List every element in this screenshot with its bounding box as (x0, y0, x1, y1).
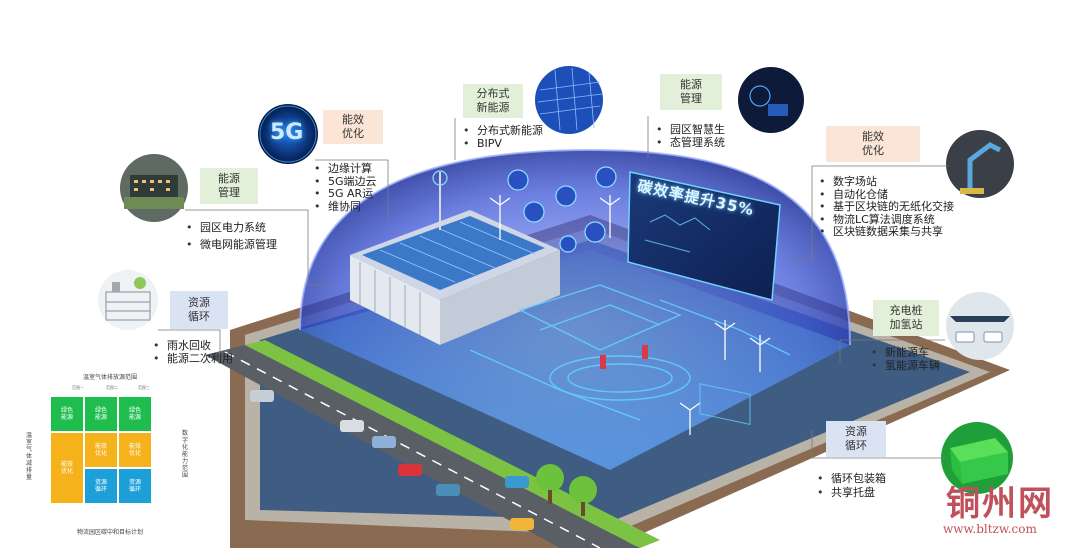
thumb-5g (258, 104, 318, 164)
label-text: 能源管理 (218, 172, 240, 199)
list-distributed-energy: 分布式新能源BIPV (463, 124, 543, 150)
list-item: 分布式新能源 (463, 124, 543, 137)
thumb-charging (946, 292, 1014, 360)
list-item: 氢能源车辆 (871, 359, 940, 372)
matrix-col-1: 范围一 (72, 385, 84, 390)
list-item: BIPV (463, 137, 543, 150)
matrix-cell: 能效优化 (118, 432, 152, 468)
floating-icons (507, 166, 617, 253)
list-item: 基于区块链的无纸化交接 (819, 200, 954, 214)
list-item: 园区电力系统 (186, 219, 277, 236)
matrix-cell: 能效优化 (84, 432, 118, 468)
list-item: 数字场站 (819, 175, 954, 189)
list-item: 自动化仓储 (819, 188, 954, 202)
list-resource-left: 雨水回收能源二次利用 (153, 339, 233, 365)
list-item: 物流LC算法调度系统 (819, 213, 954, 227)
badge-5g: 5G (270, 120, 304, 145)
label-energy-mgmt-right: 能源管理 (660, 74, 722, 110)
matrix-cell: 资源循环 (118, 468, 152, 504)
label-efficiency-right: 能效优化 (826, 126, 920, 162)
list-energy-mgmt-left: 园区电力系统微电网能源管理 (186, 219, 277, 253)
list-item: 园区智慧生 (656, 123, 725, 136)
list-resource-right: 循环包装箱共享托盘 (817, 472, 886, 500)
list-charging: 新能源车氢能源车辆 (871, 346, 940, 372)
list-efficiency-5g: 边缘计算5G端边云5G AR运维协同 (314, 162, 377, 214)
matrix-cell: 能效优化 (50, 432, 84, 504)
thumb-solar (535, 66, 603, 134)
label-text: 资源循环 (845, 425, 867, 452)
wind-turbines (489, 195, 771, 435)
list-item: 边缘计算 (314, 162, 377, 176)
matrix-left-axis: 温室气体减排量 (25, 432, 32, 481)
matrix-title: 温室气体排放源范围 (82, 374, 137, 381)
list-item: 新能源车 (871, 346, 940, 359)
robot-arms (600, 345, 648, 369)
watermark-url: www.bltzw.com (943, 522, 1037, 536)
trees (536, 464, 597, 516)
thumb-smart-ecology (738, 67, 804, 133)
list-efficiency-right: 数字场站自动化仓储基于区块链的无纸化交接物流LC算法调度系统区块链数据采集与共享 (819, 175, 954, 239)
label-resource-left: 资源循环 (170, 291, 228, 329)
list-item: 5G端边云 (314, 175, 377, 189)
cars (250, 390, 534, 530)
matrix-cell: 资源循环 (84, 468, 118, 504)
label-distributed-energy: 分布式新能源 (463, 84, 523, 118)
interior-layout (469, 284, 791, 421)
label-text: 分布式新能源 (476, 87, 510, 114)
road (205, 340, 660, 548)
label-efficiency-5g: 能效优化 (323, 110, 383, 144)
list-item: 态管理系统 (656, 136, 725, 149)
label-resource-right: 资源循环 (826, 421, 886, 457)
main-building (350, 170, 560, 345)
list-item: 循环包装箱 (817, 472, 886, 486)
matrix-cell: 绿色能源 (118, 396, 152, 432)
label-charging: 充电桩加氢站 (873, 300, 939, 336)
list-item: 微电网能源管理 (186, 236, 277, 253)
label-text: 能效优化 (342, 113, 364, 140)
matrix-col-2: 范围二 (106, 385, 118, 390)
carbon-screen (627, 171, 781, 426)
label-text: 资源循环 (188, 296, 210, 323)
list-item: 区块链数据采集与共享 (819, 225, 954, 239)
thumb-robot (946, 130, 1014, 198)
matrix-bottom-caption: 物流园区碳中和目标计划 (76, 529, 143, 536)
list-item: 能源二次利用 (153, 352, 233, 365)
thumb-crate (941, 422, 1013, 494)
list-item: 共享托盘 (817, 486, 886, 500)
matrix-cell: 绿色能源 (84, 396, 118, 432)
list-energy-mgmt-right: 园区智慧生态管理系统 (656, 123, 725, 149)
label-text: 能效优化 (862, 130, 884, 157)
watermark-logo-text: 铜州网 (946, 484, 1054, 524)
label-text: 充电桩加氢站 (889, 304, 923, 331)
thumb-water (98, 270, 158, 330)
list-item: 5G AR运 (314, 187, 377, 201)
carbon-matrix-chart: 温室气体排放源范围 范围一 范围二 范围三 温室气体减排量 数字化能力范围 绿色… (20, 372, 200, 540)
list-item: 雨水回收 (153, 339, 233, 352)
matrix-col-3: 范围三 (138, 385, 150, 390)
matrix-right-axis: 数字化能力范围 (181, 430, 188, 479)
matrix-cell: 绿色能源 (50, 396, 84, 432)
list-item: 维协同 (314, 200, 377, 214)
label-text: 能源管理 (680, 78, 702, 105)
thumb-building (120, 154, 188, 222)
label-energy-mgmt-left: 能源管理 (200, 168, 258, 204)
